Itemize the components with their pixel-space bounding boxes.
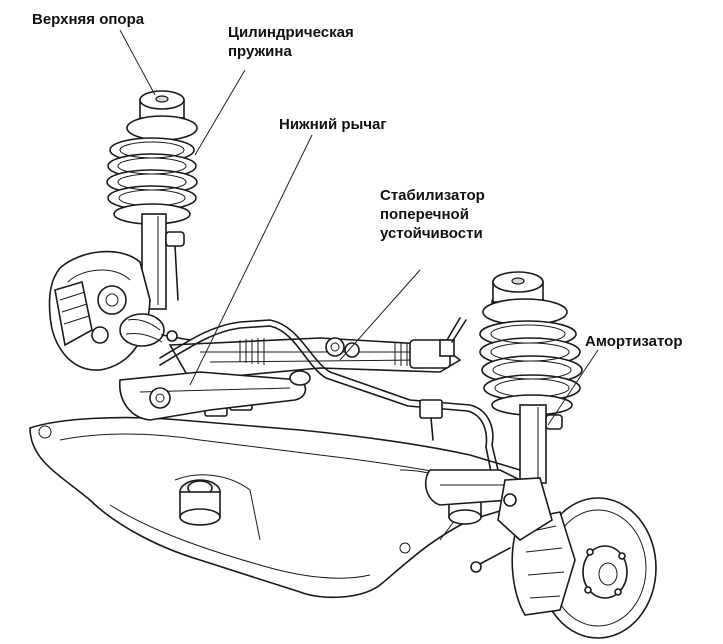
- label-stabilizer: Стабилизатор поперечной устойчивости: [380, 187, 485, 242]
- leader-lines: [119, 29, 599, 426]
- right-brake-assembly: [470, 477, 657, 639]
- left-strut: [106, 90, 198, 310]
- label-shock-absorber: Амортизатор: [585, 333, 683, 350]
- subframe: [29, 416, 536, 599]
- right-strut: [479, 271, 583, 484]
- left-brake-assembly: [48, 250, 191, 371]
- left-lower-arm: [119, 370, 311, 421]
- label-lower-arm: Нижний рычаг: [279, 116, 387, 133]
- label-top-mount: Верхняя опора: [32, 11, 145, 28]
- label-coil-spring: Цилиндрическая пружина: [228, 24, 354, 60]
